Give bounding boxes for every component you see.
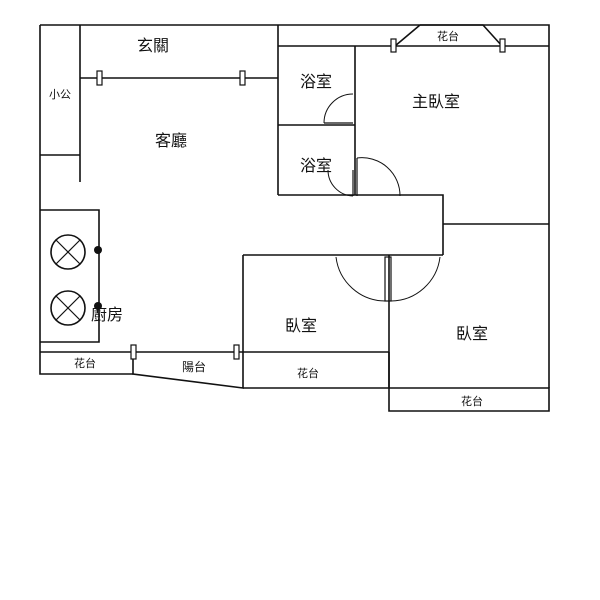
planter-right-outline	[388, 387, 550, 412]
outer-wall-left	[39, 25, 133, 375]
outer-wall-top	[40, 24, 550, 388]
kitchen-counter	[40, 209, 100, 343]
label-bathroom-2: 浴室	[300, 156, 332, 175]
interior-walls	[40, 25, 549, 388]
label-planter-right: 花台	[461, 394, 483, 408]
door-posts	[96, 70, 246, 360]
label-bedroom-2: 臥室	[456, 324, 488, 343]
balcony-post-left	[130, 344, 137, 360]
door-swing-icon	[327, 157, 401, 197]
gas-burner-icon	[50, 234, 102, 326]
balcony-post-right	[233, 344, 240, 360]
planter-trapezoid	[394, 24, 503, 47]
room-labels: 玄關 小公 客廳 浴室 浴室 主臥室 廚房 臥室 臥室 陽台 花台 花台 花台 …	[49, 29, 488, 408]
planter-post-right	[499, 38, 506, 53]
entrance-post-right	[239, 70, 246, 86]
small-office-wall	[40, 25, 81, 182]
label-bathroom-1: 浴室	[300, 72, 332, 91]
label-entrance: 玄關	[137, 36, 169, 55]
label-small-office: 小公	[49, 88, 71, 101]
label-bedroom-1: 臥室	[285, 316, 317, 335]
entrance-post-left	[96, 70, 103, 86]
label-master-bedroom: 主臥室	[412, 92, 460, 111]
planter-top-shape	[390, 24, 506, 53]
label-planter-top: 花台	[437, 29, 459, 43]
label-kitchen: 廚房	[91, 305, 123, 324]
planter-post-left	[390, 38, 397, 53]
door-swing-icon	[335, 256, 441, 302]
label-planter-kitchen: 花台	[74, 356, 96, 370]
label-planter-mid: 花台	[297, 366, 319, 380]
door-swings	[323, 93, 441, 302]
corridor-top	[278, 194, 444, 255]
balcony-outline	[132, 352, 244, 389]
door-swing-icon	[323, 93, 354, 124]
label-living-room: 客廳	[155, 131, 187, 150]
label-balcony: 陽台	[182, 359, 206, 374]
outer-walls	[39, 24, 550, 412]
